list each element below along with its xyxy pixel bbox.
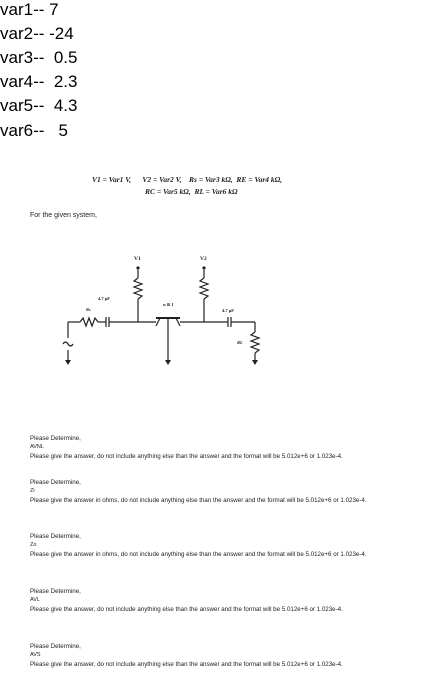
variable-line: var5-- 4.3 [0, 96, 78, 115]
ground-icon [165, 360, 171, 365]
question-quantity: AVNL [30, 444, 44, 450]
question-block: Please Determine, AVNL Please give the a… [30, 434, 425, 461]
formula-line-1: V1 = Var1 V, V2 = Var2 V, Rs = Var3 kΩ, … [92, 175, 283, 184]
circuit-diagram: V1 V2 α ≅ 1 Rs 4.7 μF 4.7 μF RL [62, 256, 261, 365]
question-heading: Please Determine, [30, 643, 81, 650]
question-quantity: AVL [30, 597, 40, 603]
question-block: Please Determine, AVL Please give the an… [30, 587, 425, 614]
variable-line: var6-- 5 [0, 121, 69, 140]
question-block: Please Determine, AVS Please give the an… [30, 642, 425, 669]
variable-line: var4-- 2.3 [0, 72, 78, 91]
ground-icon [252, 360, 258, 365]
question-block: Please Determine, Zi Please give the ans… [30, 478, 425, 505]
variable-line: var1-- 7 [0, 0, 59, 19]
v1-label: V1 [134, 256, 141, 262]
rs-resistor-icon [79, 316, 99, 328]
rc-resistor-icon [198, 277, 210, 300]
question-heading: Please Determine, [30, 435, 81, 442]
rs-label: Rs [86, 307, 91, 312]
question-block: Please Determine, Zo Please give the ans… [30, 532, 425, 559]
ac-source-icon [62, 341, 74, 347]
alpha-label: α ≅ 1 [163, 302, 175, 307]
v1-terminal-icon [136, 266, 140, 270]
question-instruction: Please give the answer in ohms, do not i… [30, 551, 367, 558]
question-instruction: Please give the answer in ohms, do not i… [30, 497, 367, 504]
variable-line: var2-- -24 [0, 24, 74, 43]
question-quantity: Zi [30, 488, 35, 494]
question-instruction: Please give the answer, do not include a… [30, 453, 343, 460]
given-text: For the given system, [30, 212, 97, 219]
rl-label: RL [237, 340, 243, 345]
ground-icon [65, 360, 71, 365]
formula-line-2: RC = Var5 kΩ, RL = Var6 kΩ [145, 187, 238, 196]
v2-terminal-icon [202, 266, 206, 270]
question-heading: Please Determine, [30, 588, 81, 595]
cap2-label: 4.7 μF [222, 308, 234, 313]
v2-label: V2 [200, 256, 207, 262]
cap1-label: 4.7 μF [98, 296, 110, 301]
question-heading: Please Determine, [30, 479, 81, 486]
question-instruction: Please give the answer, do not include a… [30, 606, 343, 613]
variable-line: var3-- 0.5 [0, 48, 78, 67]
question-quantity: Zo [30, 542, 37, 548]
question-quantity: AVS [30, 652, 41, 658]
rl-resistor-icon [249, 331, 261, 354]
question-heading: Please Determine, [30, 533, 81, 540]
re-resistor-icon [132, 277, 144, 300]
question-instruction: Please give the answer, do not include a… [30, 661, 343, 668]
